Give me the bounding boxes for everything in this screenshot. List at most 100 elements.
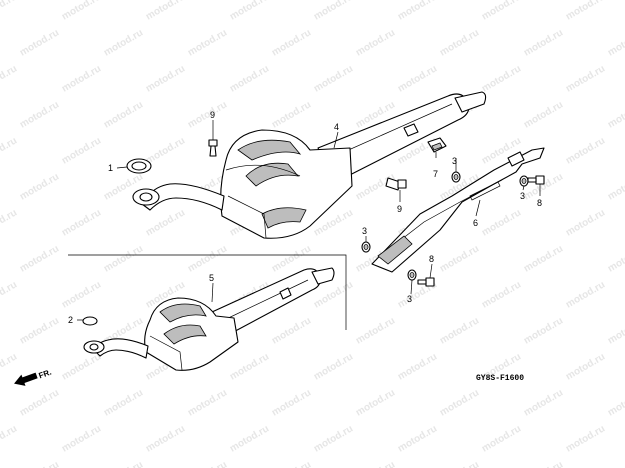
watermark-text: motod.ru	[60, 135, 103, 166]
leader-lines	[77, 120, 541, 321]
watermark-text: motod.ru	[438, 315, 481, 346]
watermark-text: motod.ru	[522, 315, 565, 346]
bolt-8-a	[527, 175, 545, 185]
nut-3-a	[451, 171, 461, 183]
nut-3-c	[361, 241, 371, 253]
watermark-text: motod.ru	[522, 459, 565, 468]
watermark-text: motod.ru	[522, 387, 565, 418]
front-label: FR.	[37, 368, 52, 381]
watermark-text: motod.ru	[438, 459, 481, 468]
watermark-text: motod.ru	[144, 63, 187, 94]
watermark-text: motod.ru	[228, 0, 271, 23]
watermark-text: motod.ru	[144, 423, 187, 454]
bolt-9-top	[208, 139, 218, 157]
watermark-text: motod.ru	[60, 423, 103, 454]
gasket-2	[82, 316, 98, 326]
watermark-text: motod.ru	[480, 423, 523, 454]
bolt-8-b	[417, 277, 435, 287]
callout-3: 3	[362, 226, 367, 236]
watermark-text: motod.ru	[186, 387, 229, 418]
callout-3: 3	[407, 294, 412, 304]
watermark-text: motod.ru	[312, 0, 355, 23]
callout-5: 5	[209, 273, 214, 283]
watermark-text: motod.ru	[144, 207, 187, 238]
watermark-text: motod.ru	[438, 243, 481, 274]
watermark-text: motod.ru	[606, 243, 625, 274]
diagram-code: GY8S-F1600	[476, 374, 524, 383]
watermark-text: motod.ru	[606, 99, 625, 130]
watermark-text: motod.ru	[564, 135, 607, 166]
watermark-text: motod.ru	[606, 315, 625, 346]
watermark-text: motod.ru	[60, 279, 103, 310]
callout-3: 3	[520, 191, 525, 201]
watermark-text: motod.ru	[18, 315, 61, 346]
fasteners	[208, 137, 545, 287]
front-direction-arrow: FR.	[14, 368, 53, 386]
watermark-text: motod.ru	[102, 459, 145, 468]
inset-frame	[68, 254, 347, 330]
watermark-text: motod.ru	[312, 351, 355, 382]
watermark-text: motod.ru	[102, 243, 145, 274]
watermark-text: motod.ru	[354, 315, 397, 346]
callout-1: 1	[108, 163, 113, 173]
callout-8: 8	[429, 254, 434, 264]
callout-4: 4	[334, 122, 339, 132]
watermark-text: motod.ru	[0, 63, 19, 94]
watermark-text: motod.ru	[0, 0, 19, 23]
watermark-text: motod.ru	[270, 315, 313, 346]
watermark-text: motod.ru	[0, 423, 19, 454]
watermark-text: motod.ru	[480, 63, 523, 94]
watermark-text: motod.ru	[186, 27, 229, 58]
watermark-text: motod.ru	[354, 459, 397, 468]
watermark-text: motod.ru	[396, 423, 439, 454]
watermark-text: motod.ru	[18, 459, 61, 468]
watermark-text: motod.ru	[18, 243, 61, 274]
watermark-text: motod.ru	[102, 27, 145, 58]
watermark-text: motod.ru	[102, 99, 145, 130]
nut-3-b	[519, 175, 529, 187]
watermark-text: motod.ru	[354, 27, 397, 58]
watermark-text: motod.ru	[480, 279, 523, 310]
watermark-text: motod.ru	[60, 63, 103, 94]
watermark-text: motod.ru	[228, 63, 271, 94]
watermark-text: motod.ru	[438, 27, 481, 58]
watermark-text: motod.ru	[606, 27, 625, 58]
muffler-assembly-5	[83, 267, 335, 371]
watermark-text: motod.ru	[0, 279, 19, 310]
watermark-text: motod.ru	[522, 99, 565, 130]
watermark-text: motod.ru	[396, 351, 439, 382]
watermark-text: motod.ru	[102, 387, 145, 418]
watermark-text: motod.ru	[60, 351, 103, 382]
watermark-text: motod.ru	[18, 99, 61, 130]
watermark-text: motod.ru	[606, 459, 625, 468]
watermark-text: motod.ru	[480, 207, 523, 238]
watermark-text: motod.ru	[564, 207, 607, 238]
watermark-text: motod.ru	[564, 351, 607, 382]
callout-6: 6	[473, 218, 478, 228]
nut-7	[427, 137, 447, 153]
watermark-text: motod.ru	[564, 63, 607, 94]
callouts: 1 2 3 3 3 3 4 5 6 7 8 8 9 9	[68, 110, 542, 325]
watermark-text: motod.ru	[186, 99, 229, 130]
watermark-text: motod.ru	[564, 423, 607, 454]
watermark-text: motod.ru	[606, 387, 625, 418]
watermark-text: motod.ru	[18, 171, 61, 202]
watermark-text: motod.ru	[228, 423, 271, 454]
watermark-text: motod.ru	[270, 459, 313, 468]
watermark-text: motod.ru	[522, 243, 565, 274]
callout-9: 9	[210, 110, 215, 120]
watermark-text: motod.ru	[60, 0, 103, 23]
watermark-text: motod.ru	[396, 63, 439, 94]
watermark-text: motod.ru	[270, 99, 313, 130]
watermark-text: motod.ru	[564, 279, 607, 310]
watermark-text: motod.ru	[270, 387, 313, 418]
muffler-assembly-4	[132, 91, 487, 239]
watermark-text: motod.ru	[480, 0, 523, 23]
nut-3-d	[407, 269, 417, 281]
muffler-protector-6	[371, 147, 545, 273]
callout-2: 2	[68, 315, 73, 325]
watermark-text: motod.ru	[144, 0, 187, 23]
watermark-text: motod.ru	[186, 243, 229, 274]
gasket-1	[126, 158, 152, 174]
